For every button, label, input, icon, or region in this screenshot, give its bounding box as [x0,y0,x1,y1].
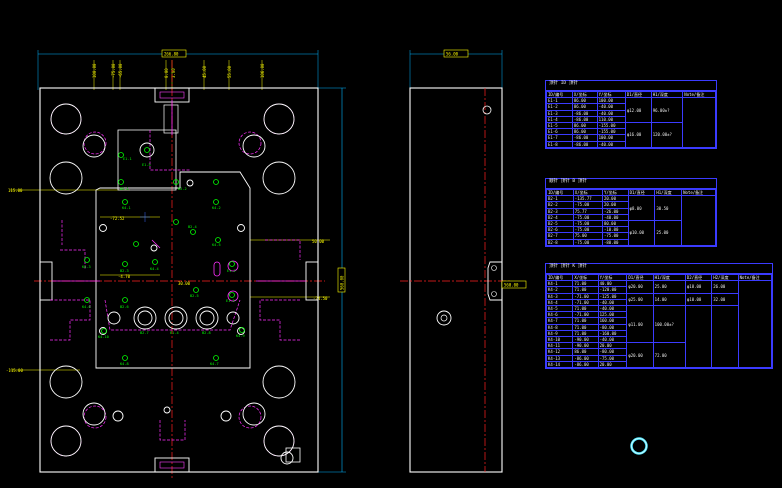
svg-text:E1-4: E1-4 [170,331,179,335]
svg-text:B2-6: B2-6 [120,305,129,309]
svg-text:K4-1: K4-1 [122,206,131,210]
hole-table-3: 顶针 顶针 K 顶针 ID/编号 X/坐标 Y/坐标 D1/直径 H1/深度 D… [545,263,773,370]
table-row: K4-13-86.00-75.00 [545,354,772,362]
t3-header: D2/直径 [684,273,713,282]
right-lower-dim: -24.50 [313,296,328,301]
table-row: E1-8-86.00-40.00 [546,140,716,148]
table-row: B2-8-75.00-80.00 [546,238,716,246]
t1-header: Y/坐标 [596,90,626,99]
t3-header: H2/深度 [711,273,739,282]
hole-table-1: 顶针 ID 顶针 ID/编号 X/坐标 Y/坐标 D1/直径 H1/深度 Not… [545,80,717,149]
svg-text:E1-1: E1-1 [123,157,132,161]
top-dim-4: 0.00 [164,68,169,78]
svg-text:K4-2: K4-2 [212,206,221,210]
svg-text:B2-5: B2-5 [190,294,199,298]
table-1-title: 顶针 ID 顶针 [546,81,716,91]
svg-text:E1-3: E1-3 [226,299,235,303]
left-lower-dim: -115.00 [6,368,23,373]
t1-header: D1/直径 [624,90,652,99]
table-row: K4-4-71.00-40.00 [545,298,772,307]
side-width-label: 56.00 [446,52,459,57]
t3-header: Note/备注 [737,273,773,282]
t1-header: Note/备注 [682,90,716,99]
svg-text:B2-4: B2-4 [188,225,197,229]
svg-text:E1-5: E1-5 [142,163,151,167]
t3-header: ID/编号 [545,273,574,282]
svg-text:K4-7: K4-7 [210,362,219,366]
svg-text:K4-8: K4-8 [120,362,129,366]
svg-text:E1-2: E1-2 [227,269,236,273]
top-dim-5: 3.00 [171,68,176,78]
top-dim-2: -75.00 [111,63,116,78]
svg-text:K4-4: K4-4 [150,267,159,271]
table-row: B2-6-75.00-10.00 [546,226,716,234]
table-2-title: 顺针 顶针 B 顶针 [546,179,716,189]
top-dim-3: -65.00 [118,63,123,78]
height-label: 560.00 [340,275,345,290]
front-view: 100.00 -75.00 -65.00 0.00 3.00 45.00 55.… [6,49,346,480]
top-dim-7: 55.00 [227,65,232,78]
top-dim-8: 106.00 [260,63,265,78]
svg-text:B2-8: B2-8 [202,331,211,335]
hole-table-2: 顺针 顶针 B 顶针 ID/编号 X/坐标 Y/坐标 D1/直径 H1/深度 N… [545,178,717,247]
svg-text:B2-1: B2-1 [120,187,129,191]
inner-dim-2: -4.70 [118,274,131,279]
inner-dim-3: 30.00 [178,281,191,286]
top-dim-6: 45.00 [202,65,207,78]
table-row: E1-3-86.00-40.00 [546,109,716,117]
side-view: 56.00 560.00 [400,49,527,473]
t3-header: D1/直径 [626,273,654,282]
t2-header: Note/备注 [681,188,716,197]
t2-header: D1/直径 [627,188,656,197]
svg-text:B2-7: B2-7 [140,331,149,335]
inner-dim-1: -72.52 [110,216,125,221]
table-3-title: 顶针 顶针 K 顶针 [546,264,772,274]
svg-text:K4-9: K4-9 [236,334,245,338]
side-height-label: 560.00 [504,283,519,288]
svg-text:K4-5: K4-5 [212,243,221,247]
left-upper-dim: 115.00 [8,188,23,193]
t1-header: ID/编号 [546,90,573,99]
top-dim-1: 100.00 [92,63,97,78]
table-row: K4-10-90.00-40.00 [545,336,772,344]
t3-header: X/坐标 [572,273,599,282]
svg-text:B2-2: B2-2 [178,187,187,191]
svg-text:K4-6: K4-6 [82,305,91,309]
top-width-label: 266.80 [164,52,179,57]
table-row: B2-4-75.00-40.00 [546,213,716,222]
svg-text:K4-3: K4-3 [82,265,91,269]
svg-text:K4-10: K4-10 [98,335,109,339]
svg-text:B2-3: B2-3 [120,269,129,273]
